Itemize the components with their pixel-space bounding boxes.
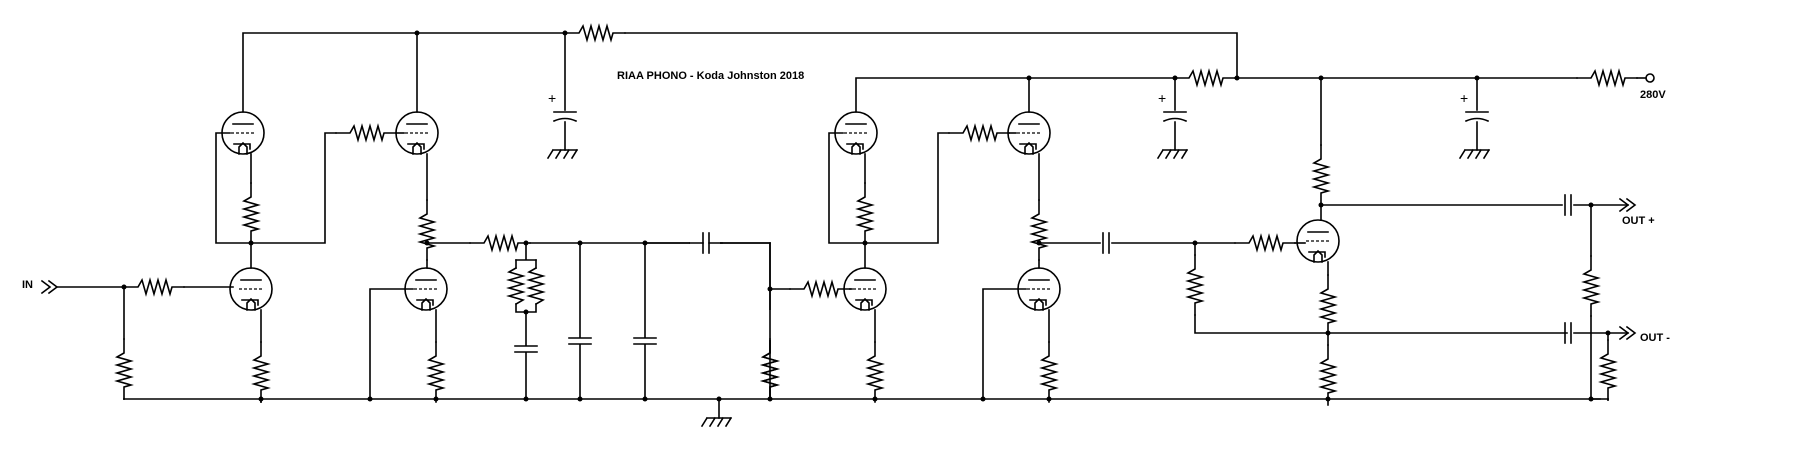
ground-rail (123, 396, 1601, 419)
v2-grid-stopper (335, 125, 397, 141)
schematic-title: RIAA PHONO - Koda Johnston 2018 (617, 70, 804, 82)
riaa-cap-2 (568, 337, 592, 345)
stage3-grid-stopper (789, 281, 851, 297)
coupling-capacitor-2 (1102, 232, 1110, 254)
b-plus-rail-wiring (1172, 75, 1647, 151)
v5-plate-resistor (1313, 144, 1329, 206)
output-stage-wiring (1194, 242, 1568, 336)
tube-v5 (1296, 219, 1340, 263)
riaa-cap-3 (633, 337, 657, 345)
supply-input-resistor (1576, 70, 1638, 86)
filter-cap-1-ground-icon (547, 149, 578, 159)
filter-capacitor-2 (1163, 111, 1187, 122)
filter-capacitor-3 (1465, 111, 1489, 122)
input-wiring (56, 284, 234, 400)
filter-cap-3-polarity: + (1460, 90, 1468, 106)
output-minus-label: OUT - (1640, 332, 1670, 344)
riaa-parallel-resistors (506, 266, 546, 306)
riaa-series-resistor (469, 235, 531, 251)
top-rail-dropping-resistor (564, 25, 626, 41)
stage1-wiring (215, 32, 566, 403)
input-label: IN (22, 279, 33, 291)
v2-load-resistor (419, 199, 435, 261)
supply-terminal-icon (1645, 73, 1655, 83)
filter-cap-2-polarity: + (1158, 90, 1166, 106)
top-rail-wiring (562, 30, 1238, 151)
v5-cathode-resistor-upper (1320, 274, 1336, 336)
output-plus-connector-icon (1618, 197, 1637, 213)
v1-cathode-resistor (253, 341, 269, 403)
output-plus-label: OUT + (1622, 215, 1655, 227)
filter-cap-3-ground-icon (1459, 149, 1490, 159)
v4-grid-stopper (948, 125, 1010, 141)
output-wiring (1573, 204, 1629, 401)
input-connector-icon (40, 279, 59, 295)
output-minus-bleeder-resistor (1600, 339, 1616, 401)
filter-cap-2-ground-icon (1157, 149, 1188, 159)
riaa-cap-1 (514, 345, 538, 353)
v1-plate-resistor (243, 182, 259, 244)
filter-capacitor-1 (553, 111, 577, 122)
v2-cathode-resistor (428, 341, 444, 403)
output-capacitor-plus (1564, 194, 1572, 216)
v3-plate-resistor (857, 182, 873, 244)
output-plus-bleeder-resistor (1583, 255, 1599, 317)
stage3-wiring (828, 77, 1176, 402)
b-plus-dropping-resistor-2 (1174, 70, 1236, 86)
input-series-resistor (123, 279, 185, 295)
supply-voltage-label: 280V (1640, 89, 1666, 101)
tube-v1a (229, 267, 273, 311)
output-stage-grid-stopper (1234, 235, 1296, 251)
output-minus-connector-icon (1618, 325, 1637, 341)
main-ground-icon (701, 417, 732, 427)
v4-load-resistor (1031, 199, 1047, 261)
v4-cathode-resistor (1041, 341, 1057, 403)
stage2-wiring (367, 30, 471, 402)
stage4-wiring (980, 75, 1236, 402)
input-grid-resistor (116, 338, 132, 400)
output-stage-grid-resistor (1187, 254, 1203, 316)
riaa-network-wiring (515, 240, 771, 402)
v5-wiring (1294, 77, 1594, 402)
v3-cathode-resistor (867, 341, 883, 403)
v5-cathode-resistor-lower (1320, 344, 1336, 406)
filter-cap-1-polarity: + (548, 90, 556, 106)
